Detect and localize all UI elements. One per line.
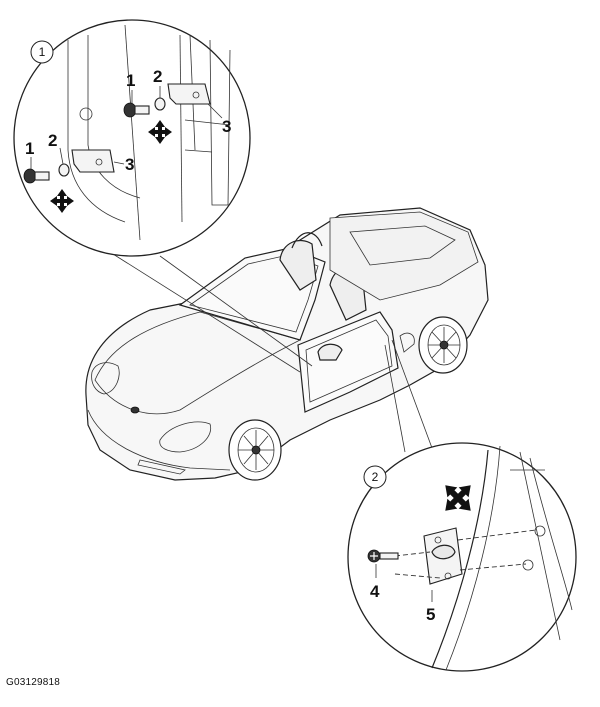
upper-bolt <box>123 102 150 118</box>
lower-bolt-label: 1 <box>25 139 34 158</box>
lower-hinge <box>71 149 115 173</box>
figure-code: G03129818 <box>6 677 61 688</box>
screw-label: 4 <box>370 582 380 601</box>
upper-washer-label: 2 <box>153 67 162 86</box>
detail-circle-1: 1 1 2 3 1 2 3 <box>13 19 251 257</box>
detail-1-callout: 1 <box>39 45 46 59</box>
screw <box>367 549 399 563</box>
lower-washer <box>58 163 70 177</box>
adjust-arrows-icon <box>445 485 471 511</box>
upper-bolt-label: 1 <box>126 71 135 90</box>
upper-washer <box>154 97 166 111</box>
lower-bolt <box>23 168 50 184</box>
adjust-arrows-icon <box>148 120 172 144</box>
car-illustration <box>85 207 489 481</box>
detail-circle-2: 2 4 5 <box>347 442 577 672</box>
striker-plate <box>423 527 463 585</box>
upper-hinge <box>167 83 211 105</box>
leader-lines <box>112 253 433 453</box>
lower-washer-label: 2 <box>48 131 57 150</box>
detail-2-callout: 2 <box>372 470 379 484</box>
lower-hinge-label: 3 <box>125 155 134 174</box>
upper-hinge-label: 3 <box>222 117 231 136</box>
striker-label: 5 <box>426 605 435 624</box>
adjust-arrows-icon <box>50 189 74 213</box>
